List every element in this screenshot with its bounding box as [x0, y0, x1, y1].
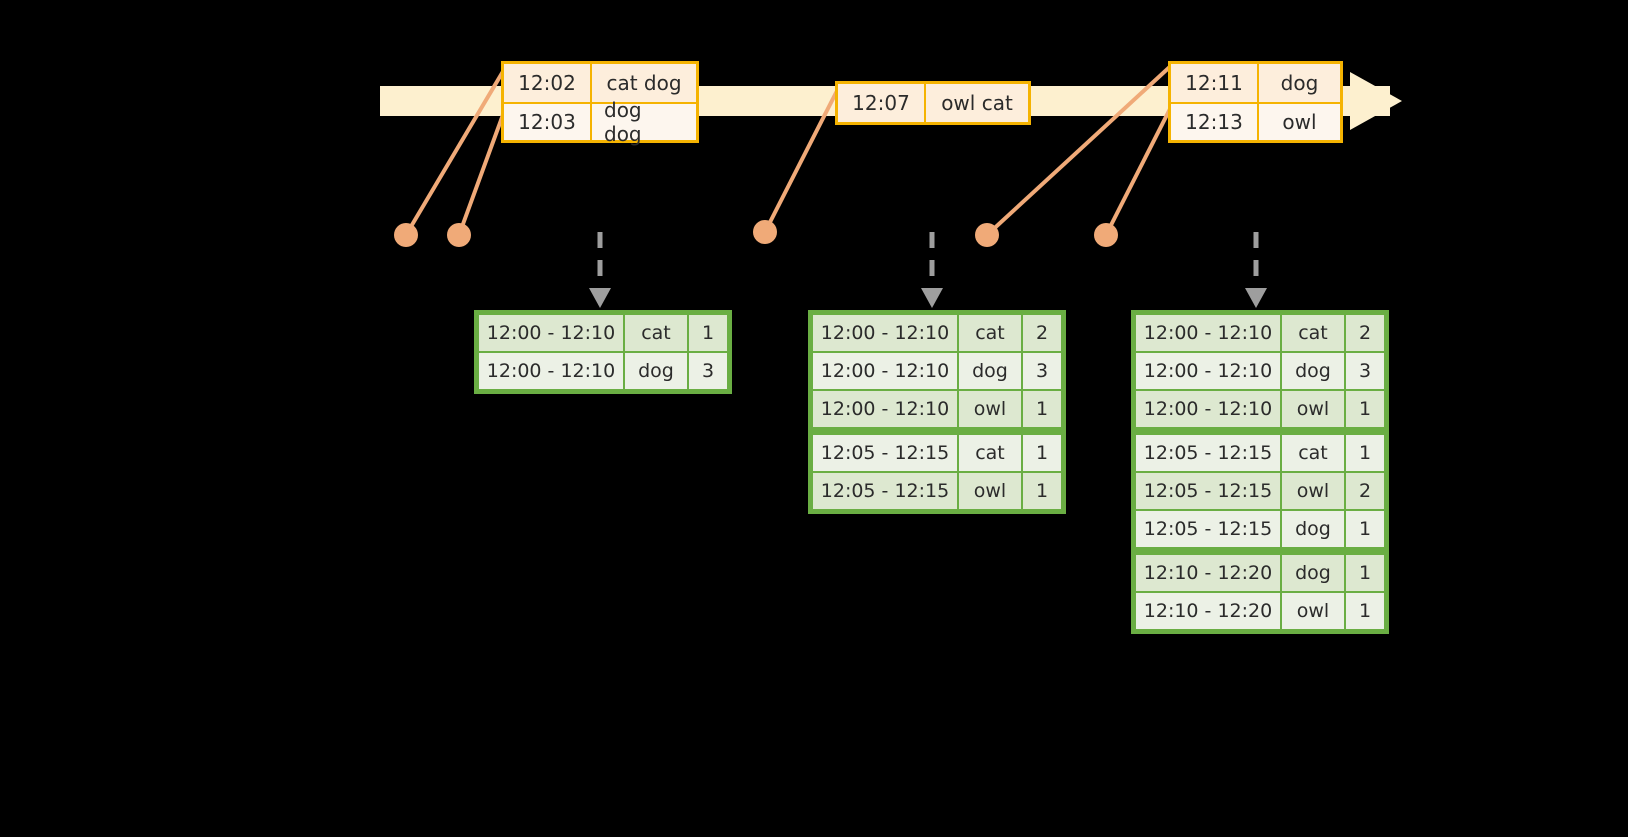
window-cell: 12:05 - 12:15	[1136, 511, 1280, 547]
window-cell: 12:05 - 12:15	[813, 473, 957, 509]
count-cell: 1	[1346, 511, 1384, 547]
event-row: 12:13 owl	[1171, 102, 1340, 140]
event-row: 12:02 cat dog	[504, 64, 696, 102]
word-cell: cat	[1282, 435, 1344, 471]
event-group-2: 12:07 owl cat	[835, 81, 1031, 125]
window-cell: 12:00 - 12:10	[1136, 315, 1280, 351]
word-cell: owl	[1282, 593, 1344, 629]
count-cell: 1	[1023, 435, 1061, 471]
count-cell: 2	[1023, 315, 1061, 351]
event-time: 12:03	[504, 104, 592, 140]
word-cell: owl	[959, 473, 1021, 509]
window-cell: 12:00 - 12:10	[813, 391, 957, 427]
event-group-1: 12:02 cat dog 12:03 dog dog	[501, 61, 699, 146]
event-group-3: 12:11 dog 12:13 owl	[1168, 61, 1343, 143]
word-cell: cat	[959, 315, 1021, 351]
event-row: 12:07 owl cat	[838, 84, 1028, 122]
window-cell: 12:05 - 12:15	[1136, 473, 1280, 509]
event-marker-12-03	[447, 223, 471, 247]
word-cell: owl	[959, 391, 1021, 427]
event-words: dog dog	[604, 98, 642, 146]
timeline-arrowhead-icon	[1350, 72, 1402, 130]
count-cell: 2	[1346, 315, 1384, 351]
count-cell: 1	[689, 315, 727, 351]
word-cell: dog	[1282, 511, 1344, 547]
word-cell: cat	[625, 315, 687, 351]
event-marker-12-11	[975, 223, 999, 247]
count-cell: 1	[1346, 555, 1384, 591]
word-cell: dog	[1282, 555, 1344, 591]
flow-arrow-to-table-1-head-icon	[589, 288, 611, 308]
count-cell: 3	[1023, 353, 1061, 389]
event-marker-12-07	[753, 220, 777, 244]
event-marker-12-02	[394, 223, 418, 247]
event-words: owl	[1282, 110, 1317, 134]
event-time: 12:11	[1171, 64, 1259, 102]
window-cell: 12:00 - 12:10	[479, 315, 623, 351]
word-cell: owl	[1282, 473, 1344, 509]
count-cell: 3	[689, 353, 727, 389]
count-cell: 1	[1346, 391, 1384, 427]
event-row: 12:03 dog dog	[504, 98, 696, 146]
event-time: 12:13	[1171, 104, 1259, 140]
word-cell: dog	[959, 353, 1021, 389]
window-cell: 12:00 - 12:10	[479, 353, 623, 389]
window-cell: 12:10 - 12:20	[1136, 593, 1280, 629]
event-time: 12:07	[838, 84, 926, 122]
window-cell: 12:00 - 12:10	[813, 353, 957, 389]
event-row: 12:11 dog	[1171, 64, 1340, 102]
window-cell: 12:00 - 12:10	[1136, 353, 1280, 389]
window-cell: 12:10 - 12:20	[1136, 555, 1280, 591]
event-connector-line	[1104, 100, 1176, 236]
count-cell: 1	[1023, 473, 1061, 509]
count-cell: 2	[1346, 473, 1384, 509]
event-words: owl cat	[941, 91, 1013, 115]
word-cell: owl	[1282, 391, 1344, 427]
window-cell: 12:00 - 12:10	[1136, 391, 1280, 427]
count-cell: 1	[1023, 391, 1061, 427]
window-cell: 12:05 - 12:15	[1136, 435, 1280, 471]
event-time: 12:02	[504, 64, 592, 102]
event-words: cat dog	[606, 71, 682, 95]
word-cell: dog	[1282, 353, 1344, 389]
window-cell: 12:05 - 12:15	[813, 435, 957, 471]
window-group-divider	[813, 429, 1061, 433]
count-cell: 1	[1346, 435, 1384, 471]
window-group-divider	[1136, 429, 1384, 433]
flow-arrow-to-table-2-head-icon	[921, 288, 943, 308]
window-group-divider	[1136, 549, 1384, 553]
word-cell: dog	[625, 353, 687, 389]
count-cell: 1	[1346, 593, 1384, 629]
event-words: dog	[1280, 71, 1319, 95]
word-cell: cat	[959, 435, 1021, 471]
event-marker-12-13	[1094, 223, 1118, 247]
word-cell: cat	[1282, 315, 1344, 351]
flow-arrow-to-table-3-head-icon	[1245, 288, 1267, 308]
count-cell: 3	[1346, 353, 1384, 389]
window-cell: 12:00 - 12:10	[813, 315, 957, 351]
